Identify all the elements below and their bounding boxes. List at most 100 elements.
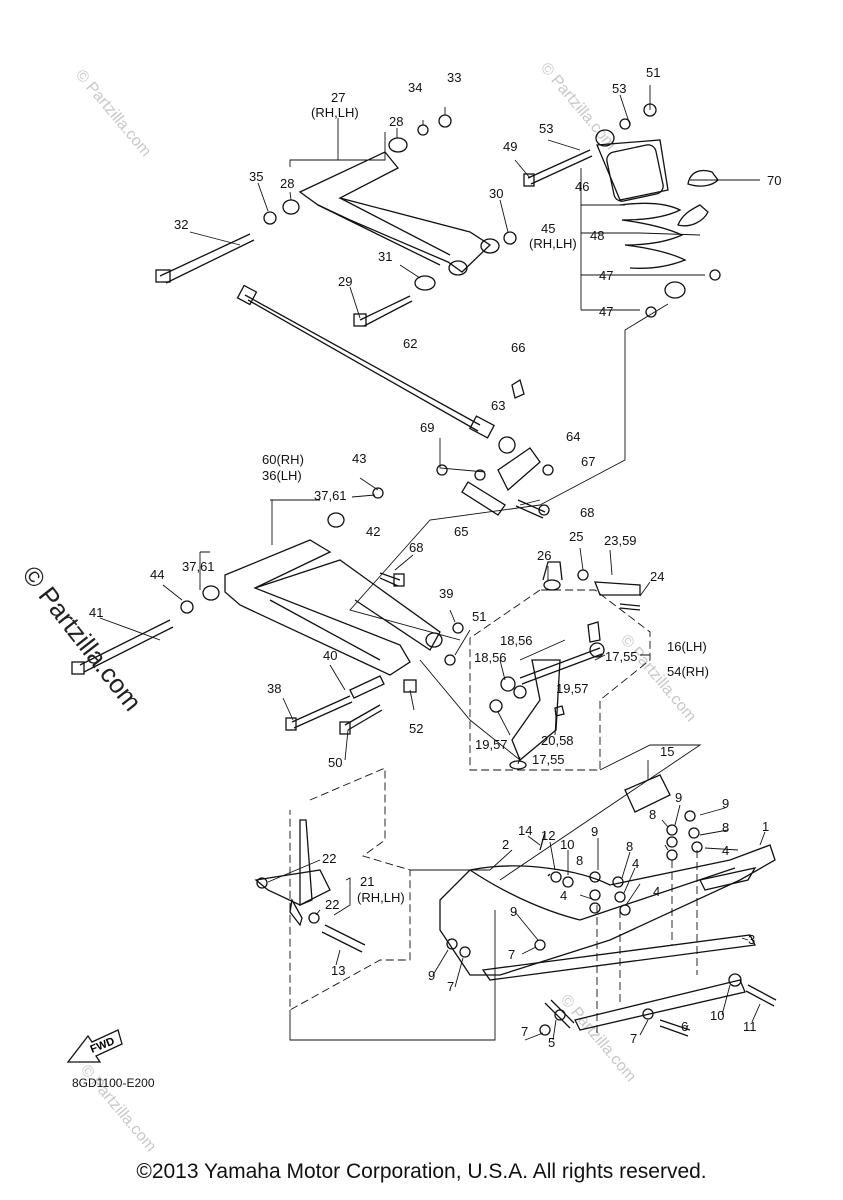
callout: 39	[439, 586, 453, 601]
callout: 16(LH)	[667, 639, 707, 654]
callout: 10	[710, 1008, 724, 1023]
callout: 60(RH)	[262, 452, 304, 467]
callout: 23,59	[604, 533, 637, 548]
callout: 19,57	[475, 737, 508, 752]
tie-rod	[236, 284, 495, 439]
callout: 51	[646, 65, 660, 80]
callout: 17,55	[605, 649, 638, 664]
callout: 20,58	[541, 733, 574, 748]
callout: 32	[174, 217, 188, 232]
callout: 38	[267, 681, 281, 696]
callout: 9	[591, 824, 598, 839]
callout: 53	[612, 81, 626, 96]
watermark-text: © Partzilla.com	[72, 67, 154, 161]
watermark-text: © Partzilla.com	[537, 60, 619, 154]
callout: 26	[537, 548, 551, 563]
callout: 9	[510, 904, 517, 919]
callout: 8	[626, 839, 633, 854]
callout: 7	[508, 947, 515, 962]
callout: 11	[743, 1019, 757, 1034]
callout: 35	[249, 169, 263, 184]
callout: 37,61	[314, 488, 347, 503]
drawing-code: 8GD1100-E200	[72, 1076, 155, 1090]
callout: 52	[409, 721, 423, 736]
callout: 44	[150, 567, 164, 582]
leader-lines	[189, 85, 760, 506]
callout: (RH,LH)	[311, 105, 359, 120]
callout: 9	[722, 796, 729, 811]
callout: 10	[560, 837, 574, 852]
callout: 9	[428, 968, 435, 983]
callout: 68	[580, 505, 594, 520]
callout: 69	[420, 420, 434, 435]
callout: (RH,LH)	[529, 236, 577, 251]
callout: 50	[328, 755, 342, 770]
callout: 3	[748, 932, 755, 947]
callout-labels: 27 (RH,LH) 34 33 28 35 28 30 32 31 29 51…	[89, 65, 781, 1050]
callout: 70	[767, 173, 781, 188]
callout: 22	[325, 897, 339, 912]
shock-absorber	[523, 103, 721, 318]
callout: 13	[331, 963, 345, 978]
callout: 63	[491, 398, 505, 413]
callout: 43	[352, 451, 366, 466]
callout: 29	[338, 274, 352, 289]
callout: 27	[331, 90, 345, 105]
callout: 8	[649, 807, 656, 822]
callout: 30	[489, 186, 503, 201]
callout: 62	[403, 336, 417, 351]
callout: 40	[323, 648, 337, 663]
callout: 12	[541, 828, 555, 843]
callout: 34	[408, 80, 422, 95]
callout: 68	[409, 540, 423, 555]
copyright-text: ©2013 Yamaha Motor Corporation, U.S.A. A…	[136, 1160, 707, 1183]
callout: 28	[280, 176, 294, 191]
callout: 4	[653, 884, 660, 899]
callout: 4	[560, 888, 567, 903]
callout: 21	[360, 874, 374, 889]
callout: 64	[566, 429, 580, 444]
callout: 36(LH)	[262, 468, 302, 483]
callout: 22	[322, 851, 336, 866]
spindle-assembly	[469, 547, 651, 771]
callout: 9	[675, 790, 682, 805]
callout: 7	[521, 1024, 528, 1039]
callout: 66	[511, 340, 525, 355]
callout: 49	[503, 139, 517, 154]
watermark-text: © Partzilla.com	[557, 992, 639, 1086]
ski-assembly	[432, 760, 777, 1041]
callout: 6	[681, 1019, 688, 1034]
callout: 7	[447, 979, 454, 994]
callout: 14	[518, 823, 532, 838]
callout: 18,56	[474, 650, 507, 665]
callout: 33	[447, 70, 461, 85]
callout: 15	[660, 744, 674, 759]
callout: 47	[599, 268, 613, 283]
callout: 37,61	[182, 559, 215, 574]
callout: 67	[581, 454, 595, 469]
callout: 8	[576, 853, 583, 868]
callout: 8	[722, 820, 729, 835]
callout: 51	[472, 609, 486, 624]
callout: 25	[569, 529, 583, 544]
steering-link	[436, 378, 554, 519]
callout: (RH,LH)	[357, 890, 405, 905]
callout: 41	[89, 605, 103, 620]
callout: 2	[502, 837, 509, 852]
callout: 31	[378, 249, 392, 264]
callout: 17,55	[532, 752, 565, 767]
callout: 19,57	[556, 681, 589, 696]
watermark-group: © Partzilla.com © Partzilla.com © Partzi…	[72, 60, 699, 1156]
callout: 4	[722, 843, 729, 858]
callout: 5	[548, 1035, 555, 1050]
callout: 47	[599, 304, 613, 319]
callout: 18,56	[500, 633, 533, 648]
callout: 42	[366, 524, 380, 539]
callout: 45	[541, 221, 555, 236]
callout: 54(RH)	[667, 664, 709, 679]
callout: 4	[632, 856, 639, 871]
callout: 46	[575, 179, 589, 194]
lower-a-arm	[71, 438, 541, 761]
fwd-arrow-icon: FWD	[66, 1029, 123, 1063]
